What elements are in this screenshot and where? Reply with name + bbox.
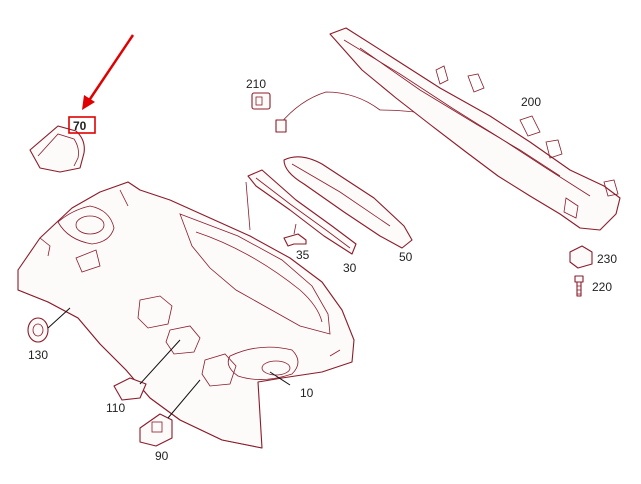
part-220-screw[interactable] — [574, 275, 584, 297]
label-200: 200 — [521, 95, 541, 109]
part-210-connector[interactable] — [251, 91, 441, 133]
label-70-highlight-box — [68, 116, 96, 134]
label-10: 10 — [300, 386, 314, 400]
part-230-clip[interactable] — [569, 245, 593, 269]
label-50: 50 — [399, 250, 413, 264]
part-90-bracket[interactable] — [139, 413, 173, 447]
highlight-arrow — [82, 34, 135, 110]
label-90: 90 — [155, 449, 169, 463]
part-30-light-strip[interactable] — [245, 169, 357, 255]
part-10-rear-shelf[interactable] — [17, 181, 355, 449]
part-70-cover[interactable] — [29, 125, 85, 173]
part-200-side-rail[interactable] — [329, 27, 621, 231]
part-130-grommet[interactable] — [27, 317, 49, 343]
label-230: 230 — [597, 252, 617, 266]
label-35: 35 — [296, 248, 310, 262]
label-70: 70 — [73, 119, 87, 133]
label-30: 30 — [343, 261, 357, 275]
part-50-trim[interactable] — [283, 156, 413, 249]
label-220: 220 — [592, 280, 612, 294]
label-110: 110 — [106, 401, 125, 415]
label-210: 210 — [246, 77, 266, 91]
part-110-insert[interactable] — [113, 377, 147, 401]
label-130: 130 — [28, 348, 48, 362]
part-35-clip[interactable] — [283, 223, 307, 247]
